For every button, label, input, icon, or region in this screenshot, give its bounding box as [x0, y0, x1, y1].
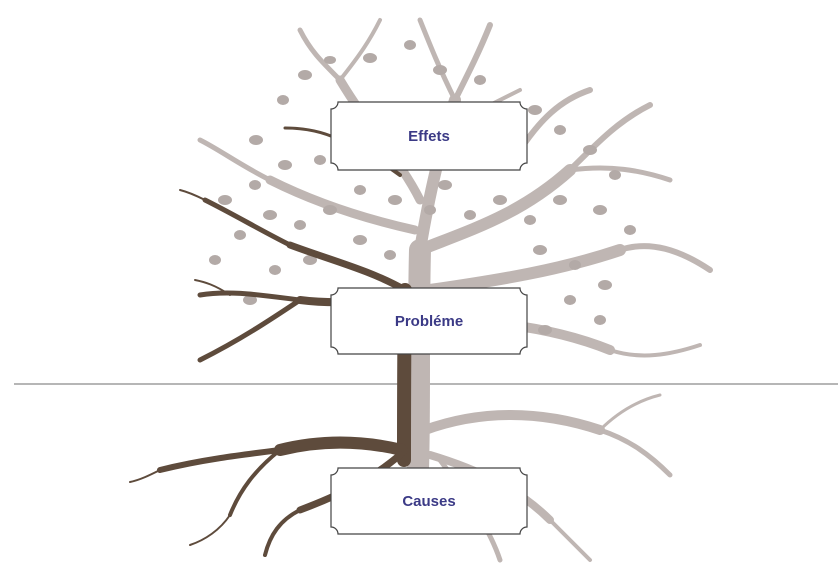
causes-box-frame	[330, 467, 528, 535]
effects-label: Effets	[408, 127, 450, 145]
problem-box: Probléme	[330, 287, 528, 355]
effects-box: Effets	[330, 101, 528, 171]
causes-label: Causes	[402, 492, 456, 510]
causes-box: Causes	[330, 467, 528, 535]
problem-label: Probléme	[394, 312, 464, 330]
effects-box-frame	[330, 101, 528, 171]
problem-box-frame	[330, 287, 528, 355]
leaves	[209, 40, 636, 335]
